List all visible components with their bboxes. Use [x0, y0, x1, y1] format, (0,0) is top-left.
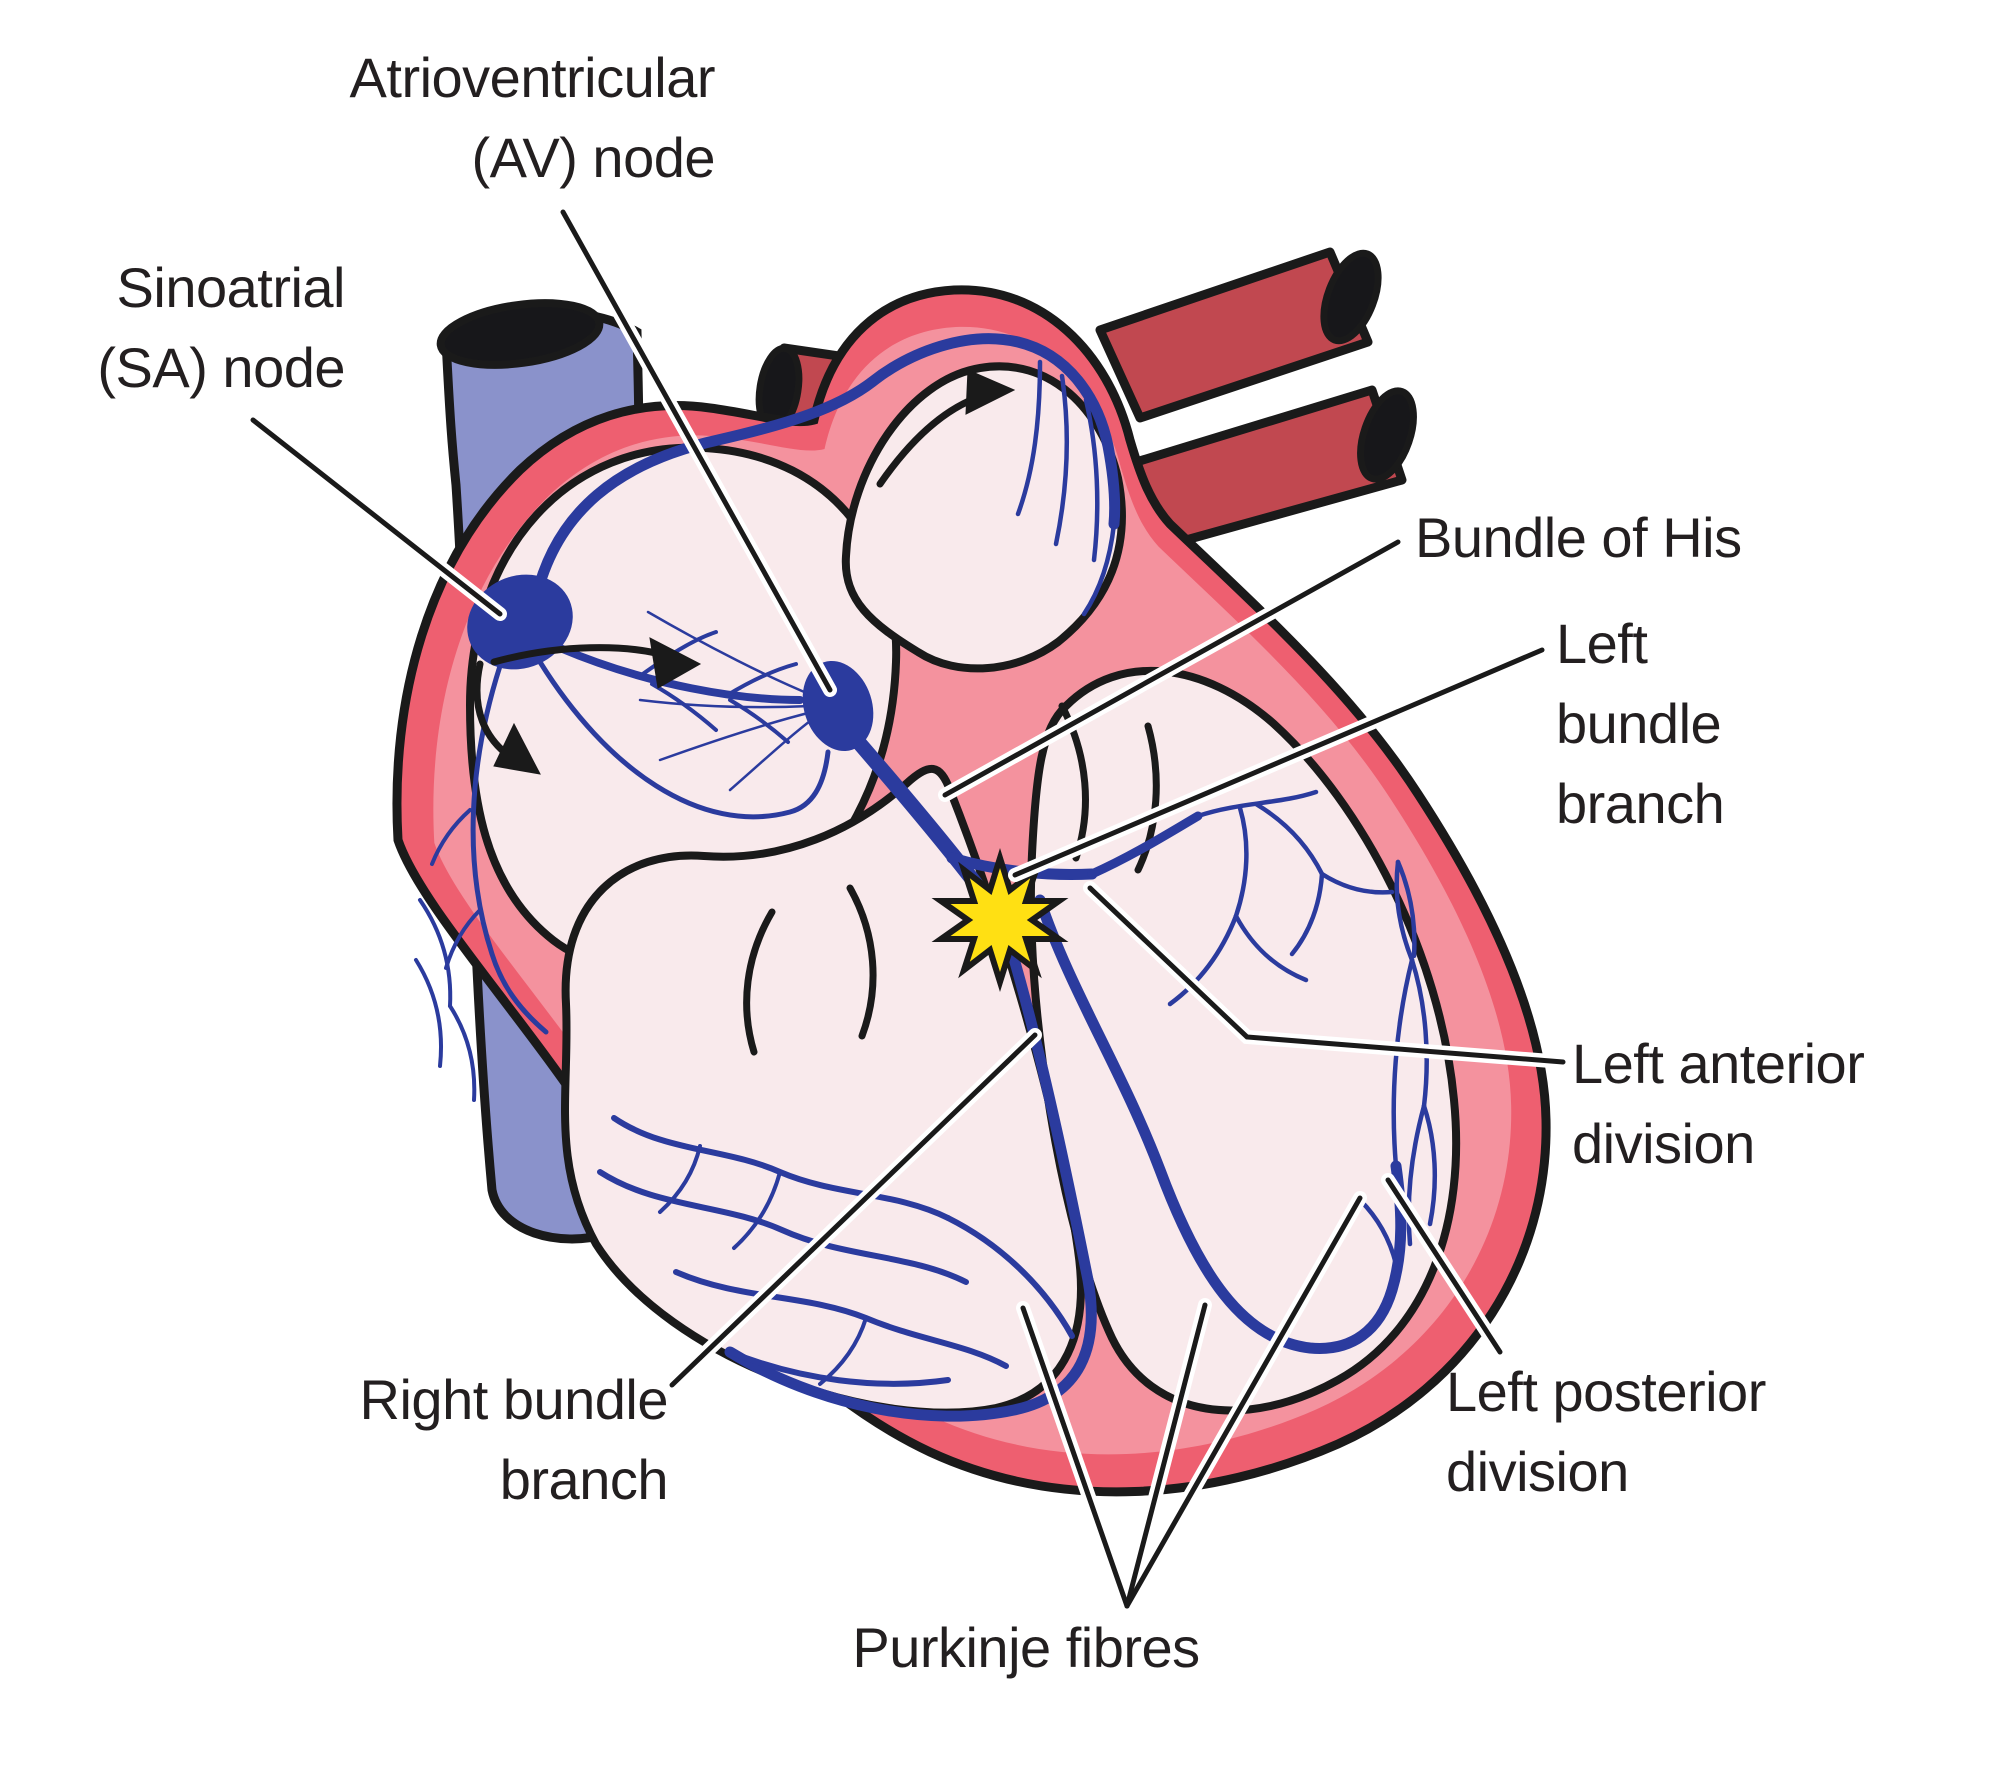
leader-purkinje-2 — [1124, 1302, 1208, 1609]
conduction-system — [414, 333, 1438, 1422]
label-av-node-line1: Atrioventricular — [349, 46, 716, 109]
label-purkinje-fibres-line1: Purkinje fibres — [852, 1616, 1200, 1679]
label-left-anterior-division-line2: division — [1572, 1112, 1755, 1175]
label-purkinje-fibres: Purkinje fibres — [826, 1608, 1226, 1688]
leader-right-bundle-branch — [669, 1032, 1038, 1388]
electrical-impulse-star — [931, 847, 1069, 993]
label-left-anterior-division: Left anterior division — [1572, 1024, 1865, 1184]
internodal-pathway-lateral — [470, 663, 549, 1035]
label-sa-node-line1: Sinoatrial — [116, 256, 346, 319]
sa-node — [467, 574, 573, 670]
pulmonary-vessel-right-upper — [1095, 247, 1373, 423]
leader-left-bundle-branch — [1012, 647, 1545, 878]
arrow-head-right-atrium — [649, 637, 702, 689]
interatrial-bundle — [530, 333, 1121, 604]
label-left-bundle-branch: Left bundle branch — [1556, 604, 1725, 844]
leader-bundle-of-his — [942, 539, 1401, 798]
left-anterior-division — [1087, 811, 1203, 879]
left-posterior-division — [1034, 894, 1407, 1354]
leader-av-node — [560, 209, 833, 693]
label-av-node-line2: (AV) node — [471, 126, 716, 189]
label-right-bundle-branch: Right bundle branch — [290, 1360, 669, 1520]
leader-left-posterior-division — [1385, 1177, 1503, 1355]
label-sa-node-line2: (SA) node — [97, 336, 345, 399]
av-node-fibre-fan — [638, 610, 816, 792]
leader-purkinje-3 — [1124, 1195, 1363, 1609]
left-posterior-fibre-network — [1357, 859, 1438, 1267]
label-bundle-of-his: Bundle of His — [1415, 498, 1742, 578]
leader-lines — [246, 205, 1570, 1613]
vena-cava-opening — [436, 299, 604, 369]
leader-left-anterior-division — [1087, 885, 1566, 1065]
label-left-bundle-branch-line1: Left — [1556, 612, 1648, 675]
right-bundle-branch — [724, 939, 1097, 1422]
leader-sa-node — [250, 417, 503, 617]
impulse-arrows — [473, 369, 1016, 775]
internodal-pathway-middle — [556, 644, 804, 704]
label-left-posterior-division-line2: division — [1446, 1440, 1629, 1503]
label-right-bundle-branch-line2: branch — [499, 1448, 669, 1511]
label-av-node: Atrioventricular (AV) node — [290, 38, 716, 198]
arrow-head-left-atrium — [965, 369, 1016, 415]
label-left-anterior-division-line1: Left anterior — [1572, 1032, 1865, 1095]
label-right-bundle-branch-line1: Right bundle — [359, 1368, 669, 1431]
internodal-pathway-lower — [537, 659, 831, 820]
arrow-head-right-atrium-lower — [493, 722, 541, 775]
left-atrium-fibre-fan — [1015, 359, 1117, 617]
label-left-posterior-division-line1: Left posterior — [1446, 1360, 1766, 1423]
label-left-posterior-division: Left posterior division — [1446, 1352, 1766, 1512]
label-left-bundle-branch-line2: bundle — [1556, 692, 1722, 755]
left-anterior-division-fan — [1167, 789, 1395, 1007]
label-bundle-of-his-line1: Bundle of His — [1415, 506, 1742, 569]
label-sa-node: Sinoatrial (SA) node — [30, 248, 345, 408]
leader-purkinje-1 — [1020, 1305, 1130, 1609]
label-left-bundle-branch-line3: branch — [1556, 772, 1725, 835]
